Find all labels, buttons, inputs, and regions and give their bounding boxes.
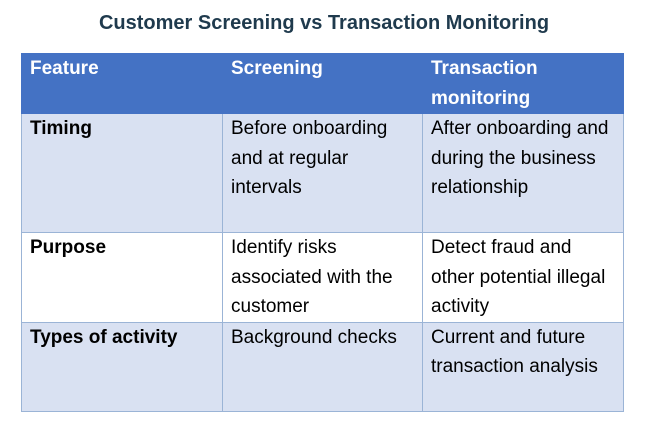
header-cell-screening: Screening — [222, 53, 423, 114]
table-body: Timing Before onboarding and at regular … — [21, 113, 624, 412]
table-row: Purpose Identify risks associated with t… — [21, 232, 624, 323]
header-row: Feature Screening Transaction monitoring — [21, 53, 624, 114]
monitoring-cell: Detect fraud and other potential illegal… — [422, 232, 624, 323]
monitoring-cell: Current and future transaction analysis — [422, 321, 624, 412]
feature-cell: Purpose — [21, 232, 223, 323]
screening-cell: Identify risks associated with the custo… — [222, 232, 423, 323]
feature-cell: Timing — [21, 113, 223, 233]
header-cell-transaction-monitoring: Transaction monitoring — [422, 53, 624, 114]
table-header: Feature Screening Transaction monitoring — [21, 53, 624, 114]
table-row: Types of activity Background checks Curr… — [21, 321, 624, 412]
table-title: Customer Screening vs Transaction Monito… — [98, 12, 550, 34]
feature-cell: Types of activity — [21, 321, 223, 412]
table-row: Timing Before onboarding and at regular … — [21, 113, 624, 233]
screening-cell: Before onboarding and at regular interva… — [222, 113, 423, 233]
monitoring-cell: After onboarding and during the business… — [422, 113, 624, 233]
comparison-table: Feature Screening Transaction monitoring… — [21, 53, 624, 412]
header-cell-feature: Feature — [21, 53, 223, 114]
screening-cell: Background checks — [222, 321, 423, 412]
